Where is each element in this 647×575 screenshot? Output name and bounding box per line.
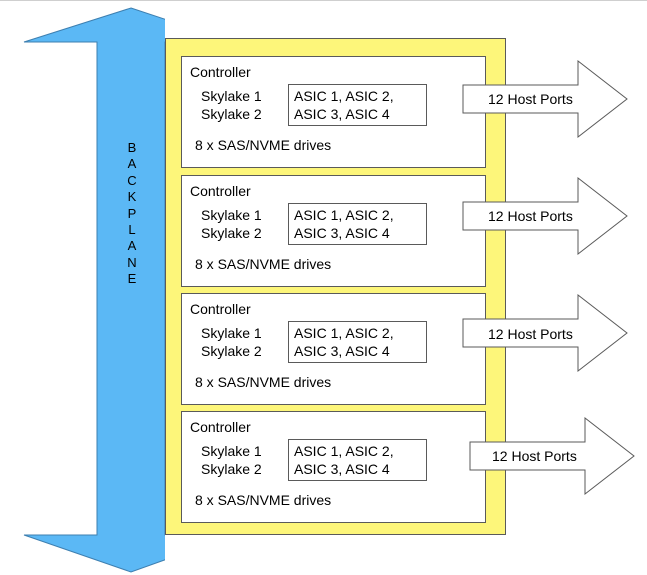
backplane-letter: N bbox=[127, 254, 137, 270]
backplane-letter: A bbox=[127, 156, 137, 172]
controller-title: Controller bbox=[190, 64, 251, 80]
controller-title: Controller bbox=[190, 183, 251, 199]
asic-box: ASIC 1, ASIC 2, ASIC 3, ASIC 4 bbox=[288, 203, 427, 245]
asic-box: ASIC 1, ASIC 2, ASIC 3, ASIC 4 bbox=[288, 84, 427, 126]
asic-label: ASIC 1, ASIC 2, bbox=[294, 88, 394, 104]
drives-label: 8 x SAS/NVME drives bbox=[195, 137, 332, 153]
drives-label: 8 x SAS/NVME drives bbox=[195, 492, 332, 508]
cpu-list: Skylake 1 Skylake 2 bbox=[201, 324, 262, 360]
cpu-label: Skylake 1 bbox=[201, 88, 262, 104]
host-ports-label: 12 Host Ports bbox=[488, 208, 573, 224]
asic-label: ASIC 3, ASIC 4 bbox=[294, 225, 390, 241]
asic-box: ASIC 1, ASIC 2, ASIC 3, ASIC 4 bbox=[288, 439, 427, 481]
backplane-letter: P bbox=[127, 205, 137, 221]
backplane-letter: A bbox=[127, 238, 137, 254]
controller-title: Controller bbox=[190, 419, 251, 435]
asic-label: ASIC 1, ASIC 2, bbox=[294, 443, 394, 459]
asic-label: ASIC 1, ASIC 2, bbox=[294, 325, 394, 341]
drives-label: 8 x SAS/NVME drives bbox=[195, 256, 332, 272]
asic-label: ASIC 1, ASIC 2, bbox=[294, 207, 394, 223]
backplane-letter: C bbox=[127, 172, 137, 188]
cpu-label: Skylake 1 bbox=[201, 325, 262, 341]
backplane-letter: L bbox=[128, 222, 136, 238]
cpu-label: Skylake 2 bbox=[201, 106, 262, 122]
host-ports-label: 12 Host Ports bbox=[488, 91, 573, 107]
controller-box: Controller Skylake 1 Skylake 2 ASIC 1, A… bbox=[181, 293, 486, 405]
backplane-letter: E bbox=[127, 271, 137, 287]
controller-title: Controller bbox=[190, 301, 251, 317]
cpu-list: Skylake 1 Skylake 2 bbox=[201, 87, 262, 123]
asic-label: ASIC 3, ASIC 4 bbox=[294, 343, 390, 359]
backplane-label: B A C K P L A N E bbox=[124, 140, 140, 288]
controller-box: Controller Skylake 1 Skylake 2 ASIC 1, A… bbox=[181, 175, 486, 287]
host-ports-arrow bbox=[462, 60, 628, 138]
asic-label: ASIC 3, ASIC 4 bbox=[294, 106, 390, 122]
backplane-letter: B bbox=[127, 140, 137, 155]
asic-box: ASIC 1, ASIC 2, ASIC 3, ASIC 4 bbox=[288, 321, 427, 363]
drives-label: 8 x SAS/NVME drives bbox=[195, 374, 332, 390]
host-ports-label: 12 Host Ports bbox=[488, 326, 573, 342]
cpu-label: Skylake 2 bbox=[201, 225, 262, 241]
asic-label: ASIC 3, ASIC 4 bbox=[294, 461, 390, 477]
controller-box: Controller Skylake 1 Skylake 2 ASIC 1, A… bbox=[181, 411, 486, 523]
cpu-label: Skylake 1 bbox=[201, 443, 262, 459]
cpu-label: Skylake 2 bbox=[201, 461, 262, 477]
host-ports-arrow bbox=[469, 417, 635, 495]
controller-box: Controller Skylake 1 Skylake 2 ASIC 1, A… bbox=[181, 56, 486, 168]
cpu-label: Skylake 2 bbox=[201, 343, 262, 359]
cpu-label: Skylake 1 bbox=[201, 207, 262, 223]
host-ports-arrow bbox=[462, 177, 628, 255]
backplane-double-arrow bbox=[23, 7, 165, 573]
cpu-list: Skylake 1 Skylake 2 bbox=[201, 206, 262, 242]
top-divider bbox=[0, 0, 647, 1]
host-ports-label: 12 Host Ports bbox=[492, 448, 577, 464]
host-ports-arrow bbox=[462, 294, 628, 372]
backplane-letter: K bbox=[127, 189, 137, 205]
cpu-list: Skylake 1 Skylake 2 bbox=[201, 442, 262, 478]
